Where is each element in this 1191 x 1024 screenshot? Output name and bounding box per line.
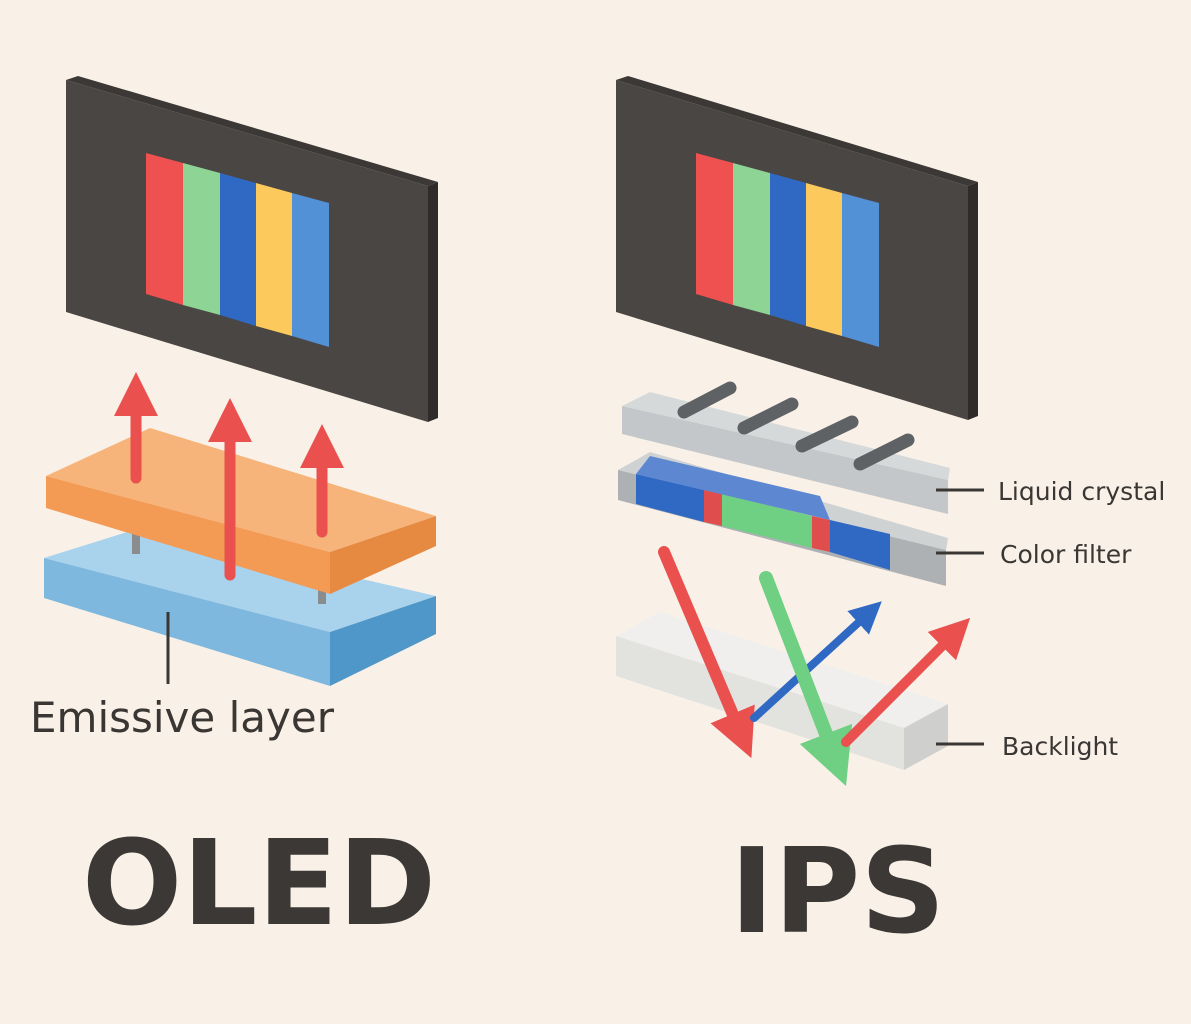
backlight-light-rays xyxy=(658,546,971,787)
color-filter-layer xyxy=(618,452,948,586)
liquid-crystal-layer xyxy=(622,381,950,514)
oled-diagram: Emissive layer OLED xyxy=(30,76,438,952)
liquid-crystal-label: Liquid crystal xyxy=(998,477,1165,506)
ips-screen xyxy=(616,76,978,420)
ips-title: IPS xyxy=(730,822,945,960)
backlight-label: Backlight xyxy=(1002,732,1118,761)
color-filter-label: Color filter xyxy=(1000,540,1132,569)
oled-substrate-layer xyxy=(44,528,436,686)
ips-diagram: Liquid crystal Color filter Backlight IP… xyxy=(616,76,1165,960)
oled-light-arrows xyxy=(114,372,344,581)
ips-screen-color-bars xyxy=(696,153,879,347)
liquid-crystal-molecules xyxy=(677,381,915,471)
oled-title: OLED xyxy=(82,814,436,952)
emissive-layer-label: Emissive layer xyxy=(30,693,335,742)
oled-emissive-layer xyxy=(46,428,436,594)
color-filter-stripes xyxy=(636,456,890,570)
oled-screen-color-bars xyxy=(146,153,329,347)
oled-support-posts xyxy=(132,534,326,604)
oled-screen xyxy=(66,76,438,422)
